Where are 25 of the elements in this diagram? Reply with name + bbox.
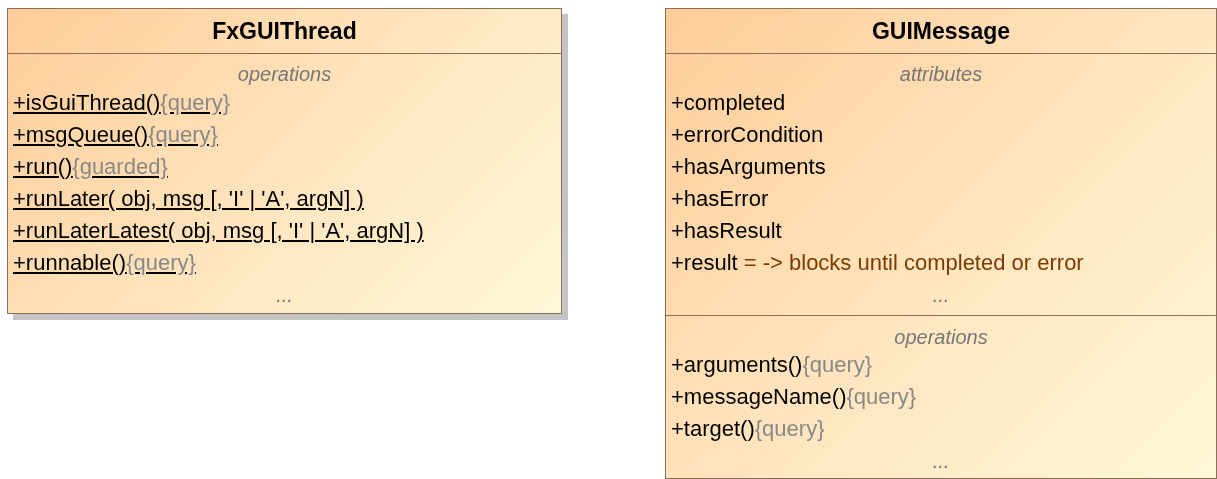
ellipsis-text: ... (275, 283, 294, 308)
operation-text: +messageName(){query} (671, 383, 917, 411)
operation-text: +arguments(){query} (671, 351, 873, 379)
attribute-text: +completed (671, 89, 786, 117)
class-name: GUIMessage (870, 17, 1012, 46)
attribute-text: +hasResult (671, 217, 782, 245)
compartment-label: operations (236, 62, 333, 87)
ellipsis-text: ... (931, 283, 951, 308)
operation-text: +run(){guarded} (13, 153, 168, 181)
class-box (7, 8, 562, 314)
class-box (665, 8, 1217, 479)
operation-text: +runnable(){query} (13, 249, 196, 277)
operation-text: +runLater( obj, msg [, 'I' | 'A', argN] ) (13, 185, 364, 213)
operation-text: +isGuiThread(){query} (13, 89, 231, 117)
attribute-text: +result = -> blocks until completed or error (671, 249, 1084, 277)
operation-text: +msgQueue(){query} (13, 121, 218, 149)
operation-text: +runLaterLatest( obj, msg [, 'I' | 'A', argN] ) (13, 217, 424, 245)
ellipsis-text: ... (931, 449, 951, 474)
operation-text: +target(){query} (671, 415, 825, 443)
class-name: FxGUIThread (211, 17, 358, 46)
attribute-text: +hasArguments (671, 153, 826, 181)
compartment-label: operations (893, 325, 989, 350)
compartment-label: attributes (898, 62, 984, 87)
attribute-text: +hasError (671, 185, 769, 213)
attribute-text: +errorCondition (671, 121, 824, 149)
